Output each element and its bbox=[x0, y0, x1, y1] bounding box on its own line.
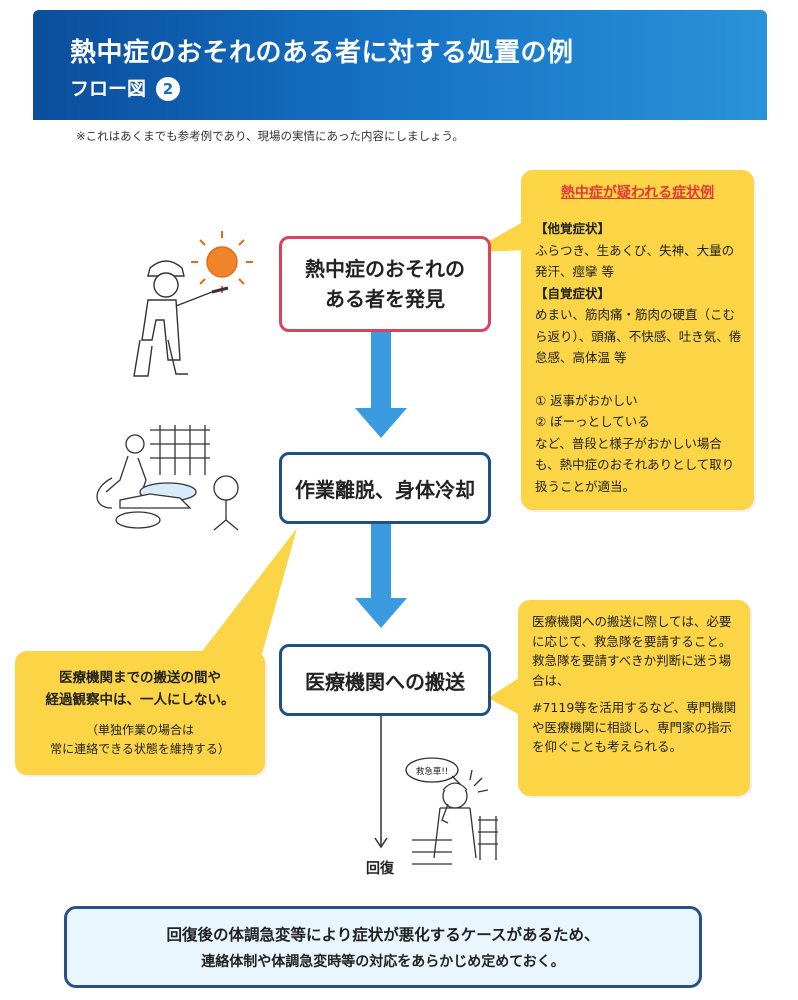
flow-arrow-1 bbox=[355, 330, 407, 438]
worker-sun-illustration bbox=[133, 231, 253, 377]
subtitle-text: フロー図 bbox=[70, 78, 147, 100]
bottom-notice: 回復後の体調急変等により症状が悪化するケースがあるため、 連絡体制や体調急変時等… bbox=[64, 906, 702, 988]
supervision-main-line1: 医療機関までの搬送の間や bbox=[59, 670, 221, 686]
recovery-arrow bbox=[374, 712, 388, 849]
page-title: 熱中症のおそれのある者に対する処置の例 bbox=[70, 38, 574, 68]
supervision-paren-line1: （単独作業の場合は bbox=[85, 723, 194, 737]
step-transport-label: 医療機関への搬送 bbox=[305, 669, 465, 694]
symptoms-closing: など、普段と様子がおかしい場合も、熱中症のおそれありとして取り扱うことが適当。 bbox=[535, 435, 735, 494]
supervision-callout: 医療機関までの搬送の間や 経過観察中は、一人にしない。 （単独作業の場合は 常に… bbox=[15, 651, 265, 775]
step-discover-label: 熱中症のおそれの ある者を発見 bbox=[305, 257, 465, 311]
phone-bubble-text: 救急車!! bbox=[416, 766, 448, 777]
phone-icon bbox=[441, 803, 449, 824]
ambulance-body: 医療機関への搬送に際しては、必要に応じて、救急隊を要請すること。 救急隊を要請す… bbox=[532, 612, 742, 757]
page-subtitle: フロー図 2 bbox=[70, 74, 181, 101]
symptoms-callout: 熱中症が疑われる症状例 【他覚症状】 ふらつき、生あくび、失神、大量の発汗、痙攣… bbox=[521, 170, 754, 510]
step-cooling-box: 作業離脱、身体冷却 bbox=[279, 452, 491, 524]
ambulance-para3: #7119等を活用するなど、専門機関や医療機関に相談し、専門家の指示を仰ぐことも… bbox=[532, 700, 737, 754]
bottom-notice-line1: 回復後の体調急変等により症状が悪化するケースがあるため、 bbox=[166, 926, 600, 944]
supervision-main: 医療機関までの搬送の間や 経過観察中は、一人にしない。 bbox=[15, 667, 265, 711]
subjective-heading: 【自覚症状】 bbox=[535, 285, 611, 301]
right-callout-tail bbox=[488, 676, 522, 716]
left-callout-tail bbox=[200, 528, 297, 654]
supervision-main-line2: 経過観察中は、一人にしない。 bbox=[45, 692, 235, 708]
resting-worker-fan-illustration bbox=[96, 425, 239, 531]
speech-bubble bbox=[405, 757, 459, 783]
sun-icon bbox=[206, 246, 238, 278]
symptoms-body: 【他覚症状】 ふらつき、生あくび、失神、大量の発汗、痙攣 等 【自覚症状】 めま… bbox=[535, 218, 745, 497]
flow-arrow-2 bbox=[355, 522, 407, 628]
symptoms-title: 熱中症が疑われる症状例 bbox=[560, 185, 715, 201]
objective-heading: 【他覚症状】 bbox=[535, 221, 611, 236]
ambulance-para1: 医療機関への搬送に際しては、必要に応じて、救急隊を要請すること。 bbox=[532, 614, 732, 649]
step-cooling-label: 作業離脱、身体冷却 bbox=[295, 477, 475, 502]
step-discover-box: 熱中症のおそれの ある者を発見 bbox=[279, 236, 491, 332]
phone-call-illustration bbox=[405, 757, 498, 865]
step-transport-box: 医療機関への搬送 bbox=[279, 644, 491, 716]
reference-note: ※これはあくまでも参考例であり、現場の実情にあった内容にしましょう。 bbox=[76, 129, 464, 143]
recovery-label: 回復 bbox=[366, 861, 394, 877]
fan-icon bbox=[213, 475, 239, 501]
supervision-paren: （単独作業の場合は 常に連絡できる状態を維持する） bbox=[15, 721, 265, 759]
ambulance-callout: 医療機関への搬送に際しては、必要に応じて、救急隊を要請すること。 救急隊を要請す… bbox=[518, 600, 750, 796]
objective-text: ふらつき、生あくび、失神、大量の発汗、痙攣 等 bbox=[535, 242, 735, 280]
symptom-item-1: ① 返事がおかしい bbox=[535, 392, 638, 408]
subjective-text: めまい、筋肉痛・筋肉の硬直（こむら返り）、頭痛、不快感、吐き気、倦怠感、高体温 … bbox=[535, 307, 742, 365]
bottom-notice-line2: 連絡体制や体調急変時等の対応をあらかじめ定めておく。 bbox=[201, 954, 565, 970]
symptom-item-2: ② ぼーっとしている bbox=[535, 414, 650, 429]
header-banner: 熱中症のおそれのある者に対する処置の例 フロー図 2 bbox=[33, 10, 767, 120]
step-badge: 2 bbox=[156, 77, 181, 101]
supervision-paren-line2: 常に連絡できる状態を維持する） bbox=[50, 742, 230, 756]
ambulance-para2: 救急隊を要請すべきか判断に迷う場合は、 bbox=[532, 653, 732, 688]
